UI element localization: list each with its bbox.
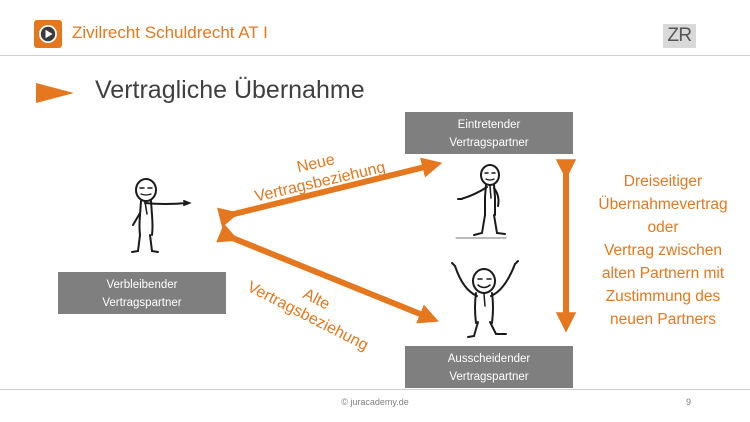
neue-beziehung-arrow — [217, 157, 443, 228]
box-verbleibender-vertragspartner: Verbleibender Vertragspartner — [58, 272, 226, 314]
side-note-line: oder — [647, 219, 679, 236]
side-note-line: Vertrag zwischen — [603, 242, 723, 259]
course-title: Zivilrecht Schuldrecht AT I — [72, 23, 268, 42]
stick-figure-ausscheidender — [451, 260, 519, 338]
stick-figure-eintretender — [455, 164, 507, 239]
box-ausscheidender-vertragspartner: Ausscheidender Vertragspartner — [405, 346, 573, 388]
stick-figure-verbleibender — [131, 178, 192, 253]
side-note-line: Übernahmevertrag — [598, 196, 728, 213]
box-ausscheidender-line-1: Ausscheidender — [447, 353, 531, 365]
page-number: 9 — [686, 397, 692, 407]
box-verbleibender-line-1: Verbleibender — [106, 279, 178, 291]
side-note: Dreiseitiger Übernahmevertrag oder Vertr… — [588, 170, 738, 331]
slide-header: Zivilrecht Schuldrecht AT I ZR — [0, 0, 750, 56]
side-note-line: alten Partnern mit — [601, 265, 725, 282]
side-note-line: Dreiseitiger — [623, 173, 703, 190]
box-eintretender-line-2: Vertragspartner — [449, 137, 529, 149]
slide-title: Vertragliche Übernahme — [95, 76, 365, 104]
side-note-line: neuen Partners — [610, 311, 716, 328]
subject-badge: ZR — [663, 24, 696, 48]
header-divider — [0, 55, 750, 56]
box-eintretender-line-1: Eintretender — [457, 119, 521, 131]
alte-beziehung-arrow — [216, 223, 439, 324]
triangle-bullet-icon — [36, 83, 76, 108]
footer-copyright: © juracademy.de — [341, 397, 409, 407]
box-eintretender-vertragspartner: Eintretender Vertragspartner — [405, 112, 573, 154]
footer-divider — [0, 389, 750, 390]
box-ausscheidender-line-2: Vertragspartner — [449, 371, 529, 383]
play-icon — [34, 20, 62, 48]
box-verbleibender-line-2: Vertragspartner — [102, 297, 182, 309]
side-note-line: Zustimmung des — [605, 288, 721, 305]
